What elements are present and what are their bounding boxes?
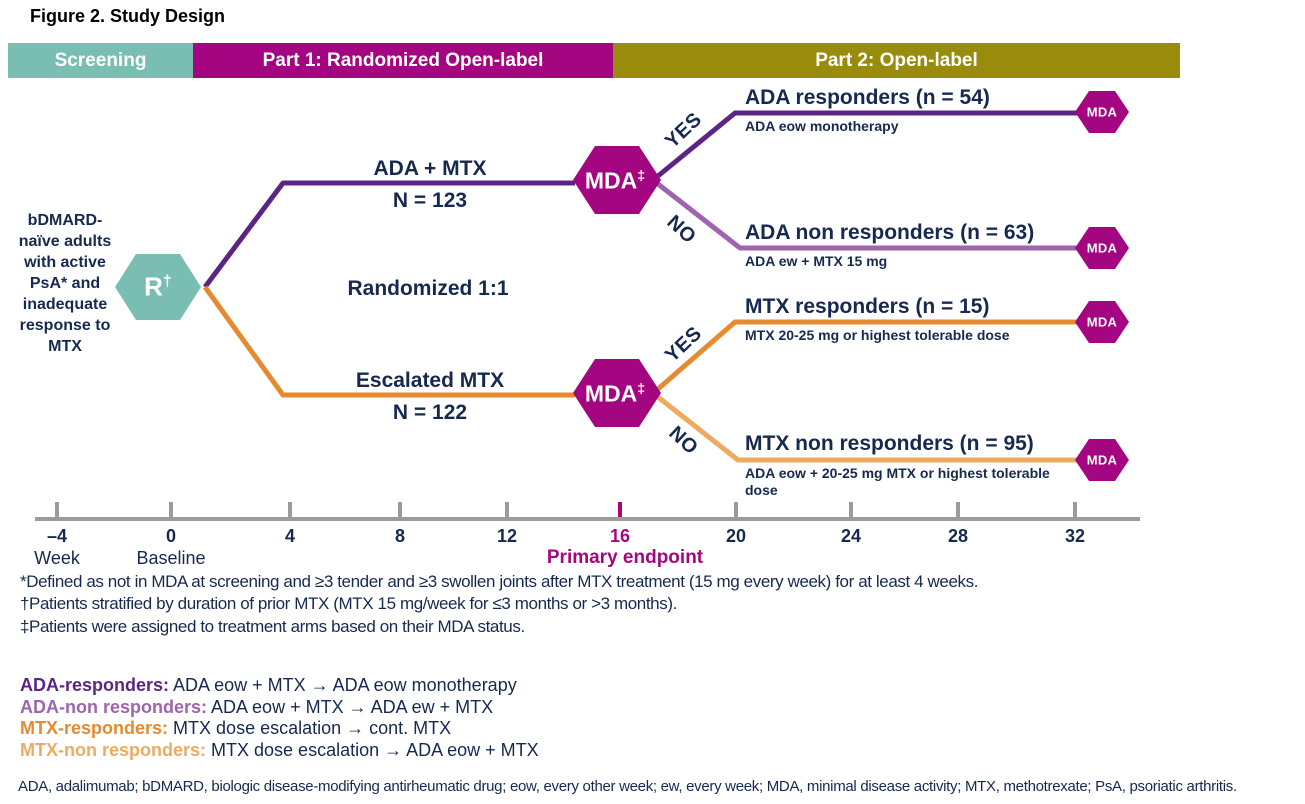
mda-endpoint-hexagon-1 [1075, 91, 1129, 133]
outcome-mtx-responders-title: MTX responders (n = 15) [745, 295, 990, 318]
outcome-mtx-non-responders-title: MTX non responders (n = 95) [745, 432, 1034, 455]
legend-block: ADA-responders: ADA eow + MTX → ADA eow … [20, 675, 539, 761]
mda-endpoint-hexagon-4 [1075, 439, 1129, 481]
randomized-ratio-label: Randomized 1:1 [347, 277, 509, 300]
legend-text-mtx-responders: MTX dose escalation → cont. MTX [173, 718, 452, 739]
randomization-hexagon [115, 254, 201, 320]
mda-endpoint-label-1: MDA [1086, 104, 1118, 120]
branch-line-ada-responders [656, 110, 1082, 178]
mda-endpoint-label-2: MDA [1086, 240, 1118, 256]
tick-label-week-24: 24 [840, 526, 862, 546]
phase-bar-part2: Part 2: Open-label [613, 43, 1180, 78]
footnote-dagger: †Patients stratified by duration of prio… [20, 594, 677, 614]
footnotes-block: *Defined as not in MDA at screening and … [20, 571, 978, 638]
legend-row-ada-responders: ADA-responders: ADA eow + MTX → ADA eow … [20, 675, 539, 697]
outcome-ada-responders-subtitle: ADA eow monotherapy [745, 118, 899, 134]
tick-label-week-32: 32 [1064, 526, 1086, 546]
study-flow-diagram [35, 91, 1140, 521]
phase-bar-screening-label: Screening [54, 49, 147, 71]
legend-row-mtx-responders: MTX-responders: MTX dose escalation → co… [20, 718, 539, 740]
mda-mark: ‡ [637, 380, 646, 397]
legend-text-mtx-non-responders: MTX dose escalation → ADA eow + MTX [211, 739, 539, 760]
tick-label-week-16: 16 [609, 526, 631, 546]
mda-endpoint-label-3: MDA [1086, 314, 1118, 330]
randomization-dagger: † [162, 271, 172, 290]
tick-label-week-8: 8 [394, 526, 405, 546]
tick-label-week-0: 0 [165, 526, 176, 546]
mda-decision-label-top: MDA‡ [585, 168, 645, 195]
footnote-asterisk: *Defined as not in MDA at screening and … [20, 572, 979, 591]
mda-endpoint-hexagon-2 [1075, 227, 1129, 269]
arm-escalated-mtx-label: Escalated MTX [355, 369, 505, 392]
mda-decision-hexagon-top [573, 146, 661, 214]
tick-label-week--4: –4 [46, 526, 68, 546]
phase-bar-screening: Screening [8, 43, 193, 78]
legend-text-ada-non-responders: ADA eow + MTX → ADA ew + MTX [211, 696, 494, 717]
branch-line-ada-non-responders [656, 182, 1082, 251]
phase-bar-part2-label: Part 2: Open-label [815, 49, 978, 71]
mda-endpoint-hexagon-3 [1075, 301, 1129, 343]
outcome-mtx-responders-subtitle: MTX 20-25 mg or highest tolerable dose [745, 327, 1010, 343]
arm-ada-mtx-n: N = 123 [392, 189, 468, 212]
branch-line-mtx-non-responders [656, 395, 1082, 463]
population-text: bDMARD-naïve adults with active PsA* and… [18, 212, 112, 355]
phase-bar-part1-label: Part 1: Randomized Open-label [262, 49, 544, 71]
branch-line-mtx-responders [656, 319, 1082, 391]
legend-row-ada-non-responders: ADA-non responders: ADA eow + MTX → ADA … [20, 697, 539, 719]
tick-label-week-12: 12 [496, 526, 518, 546]
mda-endpoint-label-4: MDA [1086, 452, 1118, 468]
arm-ada-mtx-label: ADA + MTX [373, 157, 487, 180]
mda-decision-hexagon-bottom [573, 359, 661, 427]
outcome-ada-non-responders-subtitle: ADA ew + MTX 15 mg [745, 253, 888, 269]
figure-title: Figure 2. Study Design [30, 6, 226, 26]
abbreviations-text: ADA, adalimumab; bDMARD, biologic diseas… [18, 778, 1237, 795]
mda-decision-label-bottom: MDA‡ [585, 381, 645, 408]
legend-label-mtx-responders: MTX-responders: [20, 718, 169, 739]
outcome-ada-responders-title: ADA responders (n = 54) [745, 86, 990, 109]
tick-label-week-20: 20 [725, 526, 747, 546]
arm-escalated-mtx-n: N = 122 [392, 401, 468, 424]
tick-label-week-4: 4 [284, 526, 295, 546]
legend-text-ada-responders: ADA eow + MTX → ADA eow monotherapy [173, 675, 517, 695]
outcome-ada-non-responders-title: ADA non responders (n = 63) [745, 221, 1035, 244]
legend-label-mtx-non-responders: MTX-non responders: [20, 739, 207, 760]
mda-text: MDA [584, 380, 638, 407]
randomization-hexagon-label: R† [144, 272, 172, 303]
randomization-letter: R [144, 271, 163, 302]
baseline-label: Baseline [136, 548, 206, 568]
mda-text: MDA [584, 167, 638, 194]
arm-line-ada-mtx [203, 180, 575, 289]
outcome-mtx-non-responders-subtitle: ADA eow + 20-25 mg MTX or highest tolera… [745, 465, 1050, 498]
legend-label-ada-responders: ADA-responders: [20, 675, 170, 695]
footnote-double-dagger: ‡Patients were assigned to treatment arm… [20, 616, 525, 636]
phase-bar-part1: Part 1: Randomized Open-label [193, 43, 613, 78]
mda-mark: ‡ [637, 167, 646, 184]
primary-endpoint-label: Primary endpoint [546, 547, 704, 568]
arm-line-escalated-mtx [202, 285, 575, 398]
week-axis-label: Week [34, 548, 80, 568]
legend-row-mtx-non-responders: MTX-non responders: MTX dose escalation … [20, 740, 539, 762]
legend-label-ada-non-responders: ADA-non responders: [20, 696, 208, 717]
tick-label-week-28: 28 [947, 526, 969, 546]
